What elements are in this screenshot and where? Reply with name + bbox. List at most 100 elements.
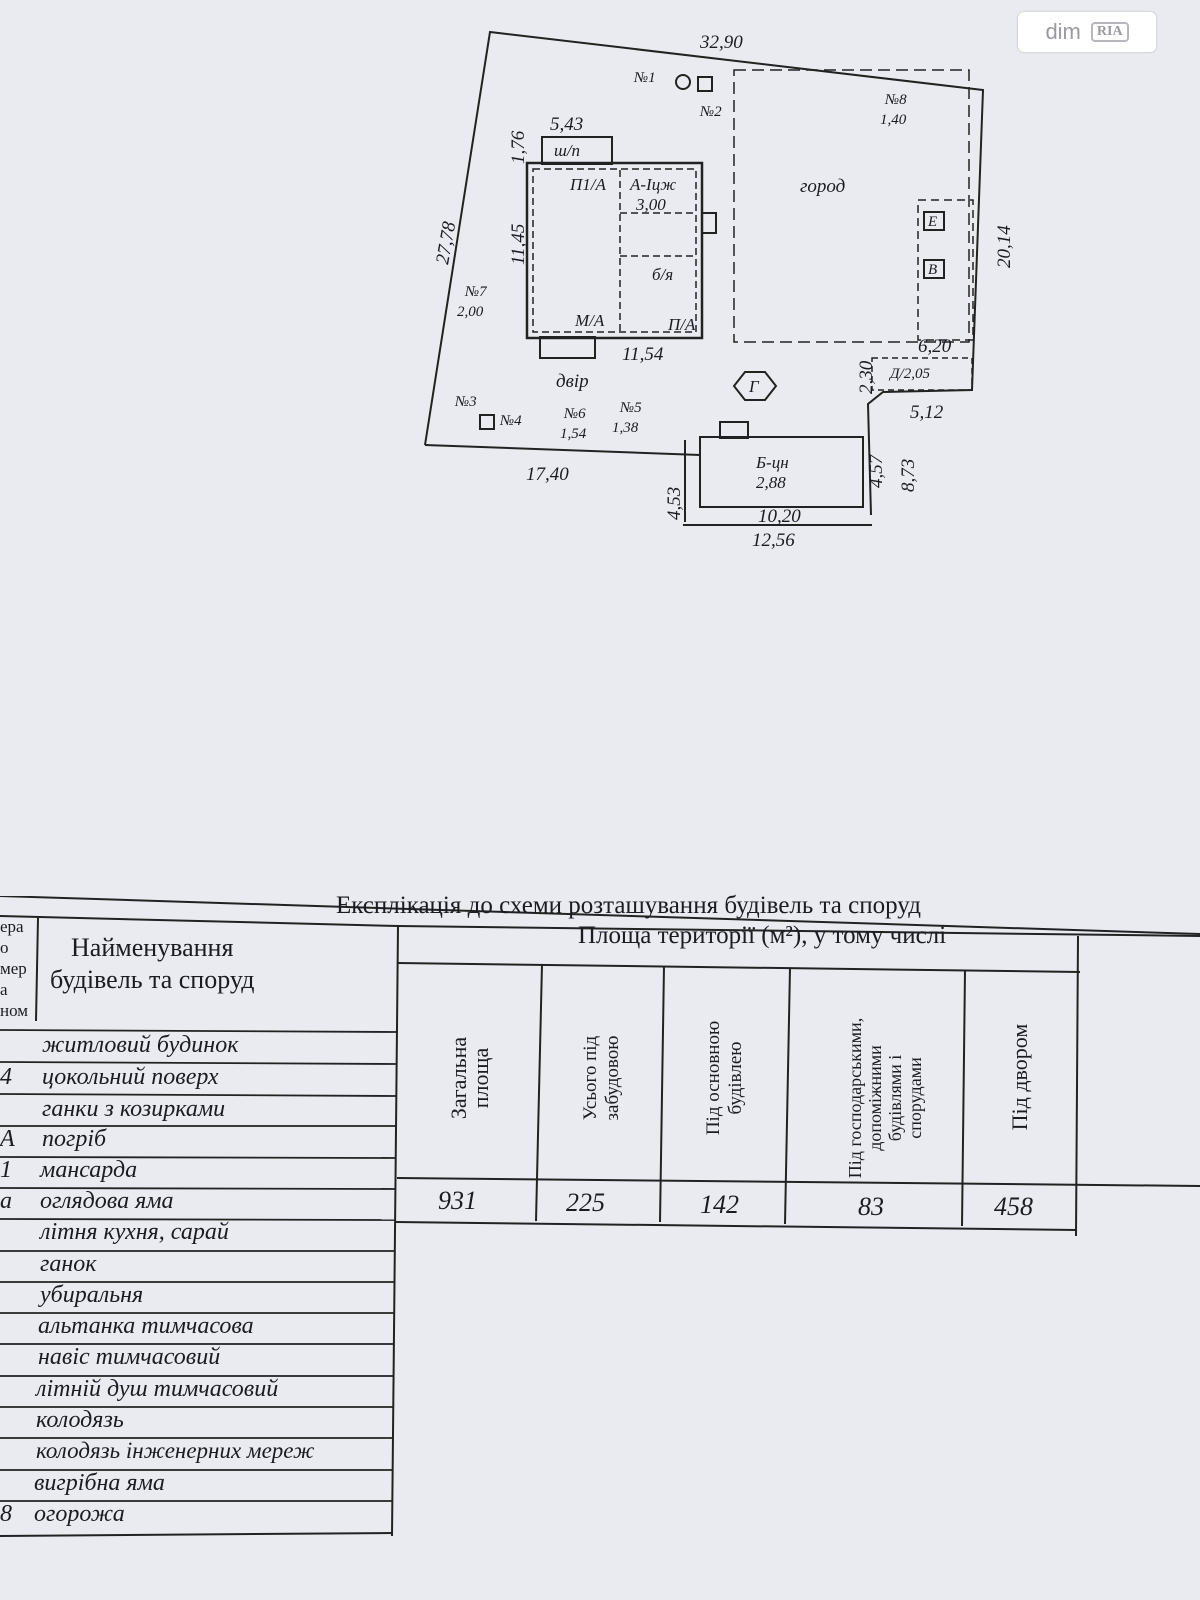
value-auxiliary: 83 xyxy=(858,1192,884,1221)
gazebo-g xyxy=(732,371,778,401)
site-plan: 32,90 27,78 20,14 17,40 5,43 11,45 1,76 … xyxy=(424,30,1015,551)
label-gazebo: Г xyxy=(748,377,760,396)
service-pit-rect xyxy=(541,136,613,165)
label-building-b: Б-цн xyxy=(755,453,789,472)
label-n3: №3 xyxy=(454,394,477,410)
structure-v xyxy=(923,259,945,279)
label-n5-value: 1,38 xyxy=(612,420,639,436)
row-name: колодязь xyxy=(36,1407,124,1433)
explication-table: Експлікація до схеми розташування будіве… xyxy=(0,892,1200,1600)
label-service-pit: ш/п xyxy=(554,141,580,160)
marker-3 xyxy=(479,414,495,430)
dim-garden-w: 6,20 xyxy=(918,336,952,357)
row-name: колодязь інженерних мереж xyxy=(36,1438,315,1463)
dim-d-bottom: 5,12 xyxy=(910,402,944,423)
stairs xyxy=(539,336,596,359)
label-yard: двір xyxy=(556,371,589,392)
column-auxiliary: Під господарськими, допоміжними будівлям… xyxy=(845,1017,925,1179)
row-name: альтанка тимчасова xyxy=(38,1313,254,1339)
row-name: мансарда xyxy=(40,1157,138,1183)
row-number: 1 xyxy=(0,1157,12,1183)
dim-top: 32,90 xyxy=(699,32,743,53)
building-b xyxy=(699,436,864,508)
label-n2: №2 xyxy=(699,104,722,120)
dim-house-depth: 11,45 xyxy=(508,224,529,265)
row-name: убиральня xyxy=(40,1282,144,1308)
watermark-badge: dim RIA xyxy=(1018,12,1156,52)
dim-d-side: 2,30 xyxy=(856,360,877,394)
column-total-area: Загальна площа xyxy=(446,1036,493,1120)
well-1 xyxy=(675,74,691,90)
lot-bottom-fence xyxy=(424,444,701,456)
row-number: 8 xyxy=(0,1501,12,1527)
column-main-building: Під основною будівлею xyxy=(703,1020,746,1136)
label-n6: №6 xyxy=(563,406,586,422)
dim-house-bottom: 11,54 xyxy=(622,344,664,365)
house-porch xyxy=(701,212,717,234)
row-name: вигрібна яма xyxy=(34,1470,165,1496)
label-v: В xyxy=(928,262,937,278)
row-name: житловий будинок xyxy=(42,1032,239,1058)
dim-b-width: 10,20 xyxy=(758,506,801,527)
dim-bottom-left: 17,40 xyxy=(526,464,569,485)
row-number: А xyxy=(0,1126,15,1152)
row-number: a xyxy=(0,1188,12,1214)
label-d: Д/2,05 xyxy=(888,366,930,382)
row-name: погріб xyxy=(42,1126,107,1152)
label-p1a: П1/А xyxy=(569,175,607,194)
garden-structures xyxy=(917,199,974,341)
column-number-header: ера о мер а ном xyxy=(0,917,29,1020)
label-garden: город xyxy=(800,176,845,197)
label-n8: №8 xyxy=(884,92,907,108)
structure-e xyxy=(923,211,945,231)
structure-d xyxy=(871,357,973,391)
row-name: літній душ тимчасовий xyxy=(36,1376,279,1402)
building-b-porch xyxy=(719,421,749,439)
row-number: 4 xyxy=(0,1064,12,1090)
row-name: навіс тимчасовий xyxy=(38,1344,221,1370)
watermark-ria: RIA xyxy=(1090,22,1129,42)
garden-outline xyxy=(733,69,970,343)
label-n7-value: 2,00 xyxy=(457,304,484,320)
area-header: Площа території (м²), у тому числі xyxy=(578,922,947,949)
marker-2 xyxy=(697,76,713,92)
column-built-up: Усього під забудовою xyxy=(580,1035,623,1121)
dim-b-left: 4,53 xyxy=(664,487,685,520)
value-main-building: 142 xyxy=(700,1190,739,1219)
dim-annex: 3,00 xyxy=(635,195,666,214)
value-yard: 458 xyxy=(994,1192,1033,1221)
dim-b-right: 4,57 xyxy=(866,453,887,488)
value-total: 931 xyxy=(438,1186,477,1215)
house-outline xyxy=(525,161,704,340)
column-name-header: Найменування будівель та споруд xyxy=(50,933,255,994)
label-building-b-value: 2,88 xyxy=(756,473,786,492)
dim-b-total: 12,56 xyxy=(752,530,795,551)
label-n4: №4 xyxy=(499,413,522,429)
label-pa: П/А xyxy=(667,315,696,334)
label-n6-value: 1,54 xyxy=(560,426,587,442)
label-a1: А-Іцж xyxy=(629,175,676,194)
label-ma: М/А xyxy=(574,311,605,330)
dim-right: 20,14 xyxy=(994,225,1015,268)
label-n1: №1 xyxy=(633,70,656,86)
row-name: ганок xyxy=(40,1251,97,1277)
dim-house-width: 5,43 xyxy=(550,114,583,135)
label-n5: №5 xyxy=(619,400,642,416)
table-grid xyxy=(0,896,1200,1537)
dim-b-far: 8,73 xyxy=(898,459,919,492)
dim-sp-depth: 1,76 xyxy=(508,130,529,164)
row-name: ганки з козирками xyxy=(42,1096,226,1122)
value-built-up: 225 xyxy=(566,1188,605,1217)
label-n8-value: 1,40 xyxy=(880,112,907,128)
label-n7: №7 xyxy=(464,284,488,300)
row-name: літня кухня, сарай xyxy=(40,1219,229,1245)
label-by: б/я xyxy=(652,265,673,284)
row-name: огорожа xyxy=(34,1501,125,1527)
column-yard: Під двором xyxy=(1007,1023,1032,1131)
label-e: Е xyxy=(927,214,937,230)
explication-title: Експлікація до схеми розташування будіве… xyxy=(336,892,921,919)
row-name: оглядова яма xyxy=(40,1188,174,1214)
house-inner xyxy=(532,168,697,333)
watermark-dim: dim xyxy=(1045,19,1081,44)
row-name: цокольний поверх xyxy=(42,1064,219,1090)
